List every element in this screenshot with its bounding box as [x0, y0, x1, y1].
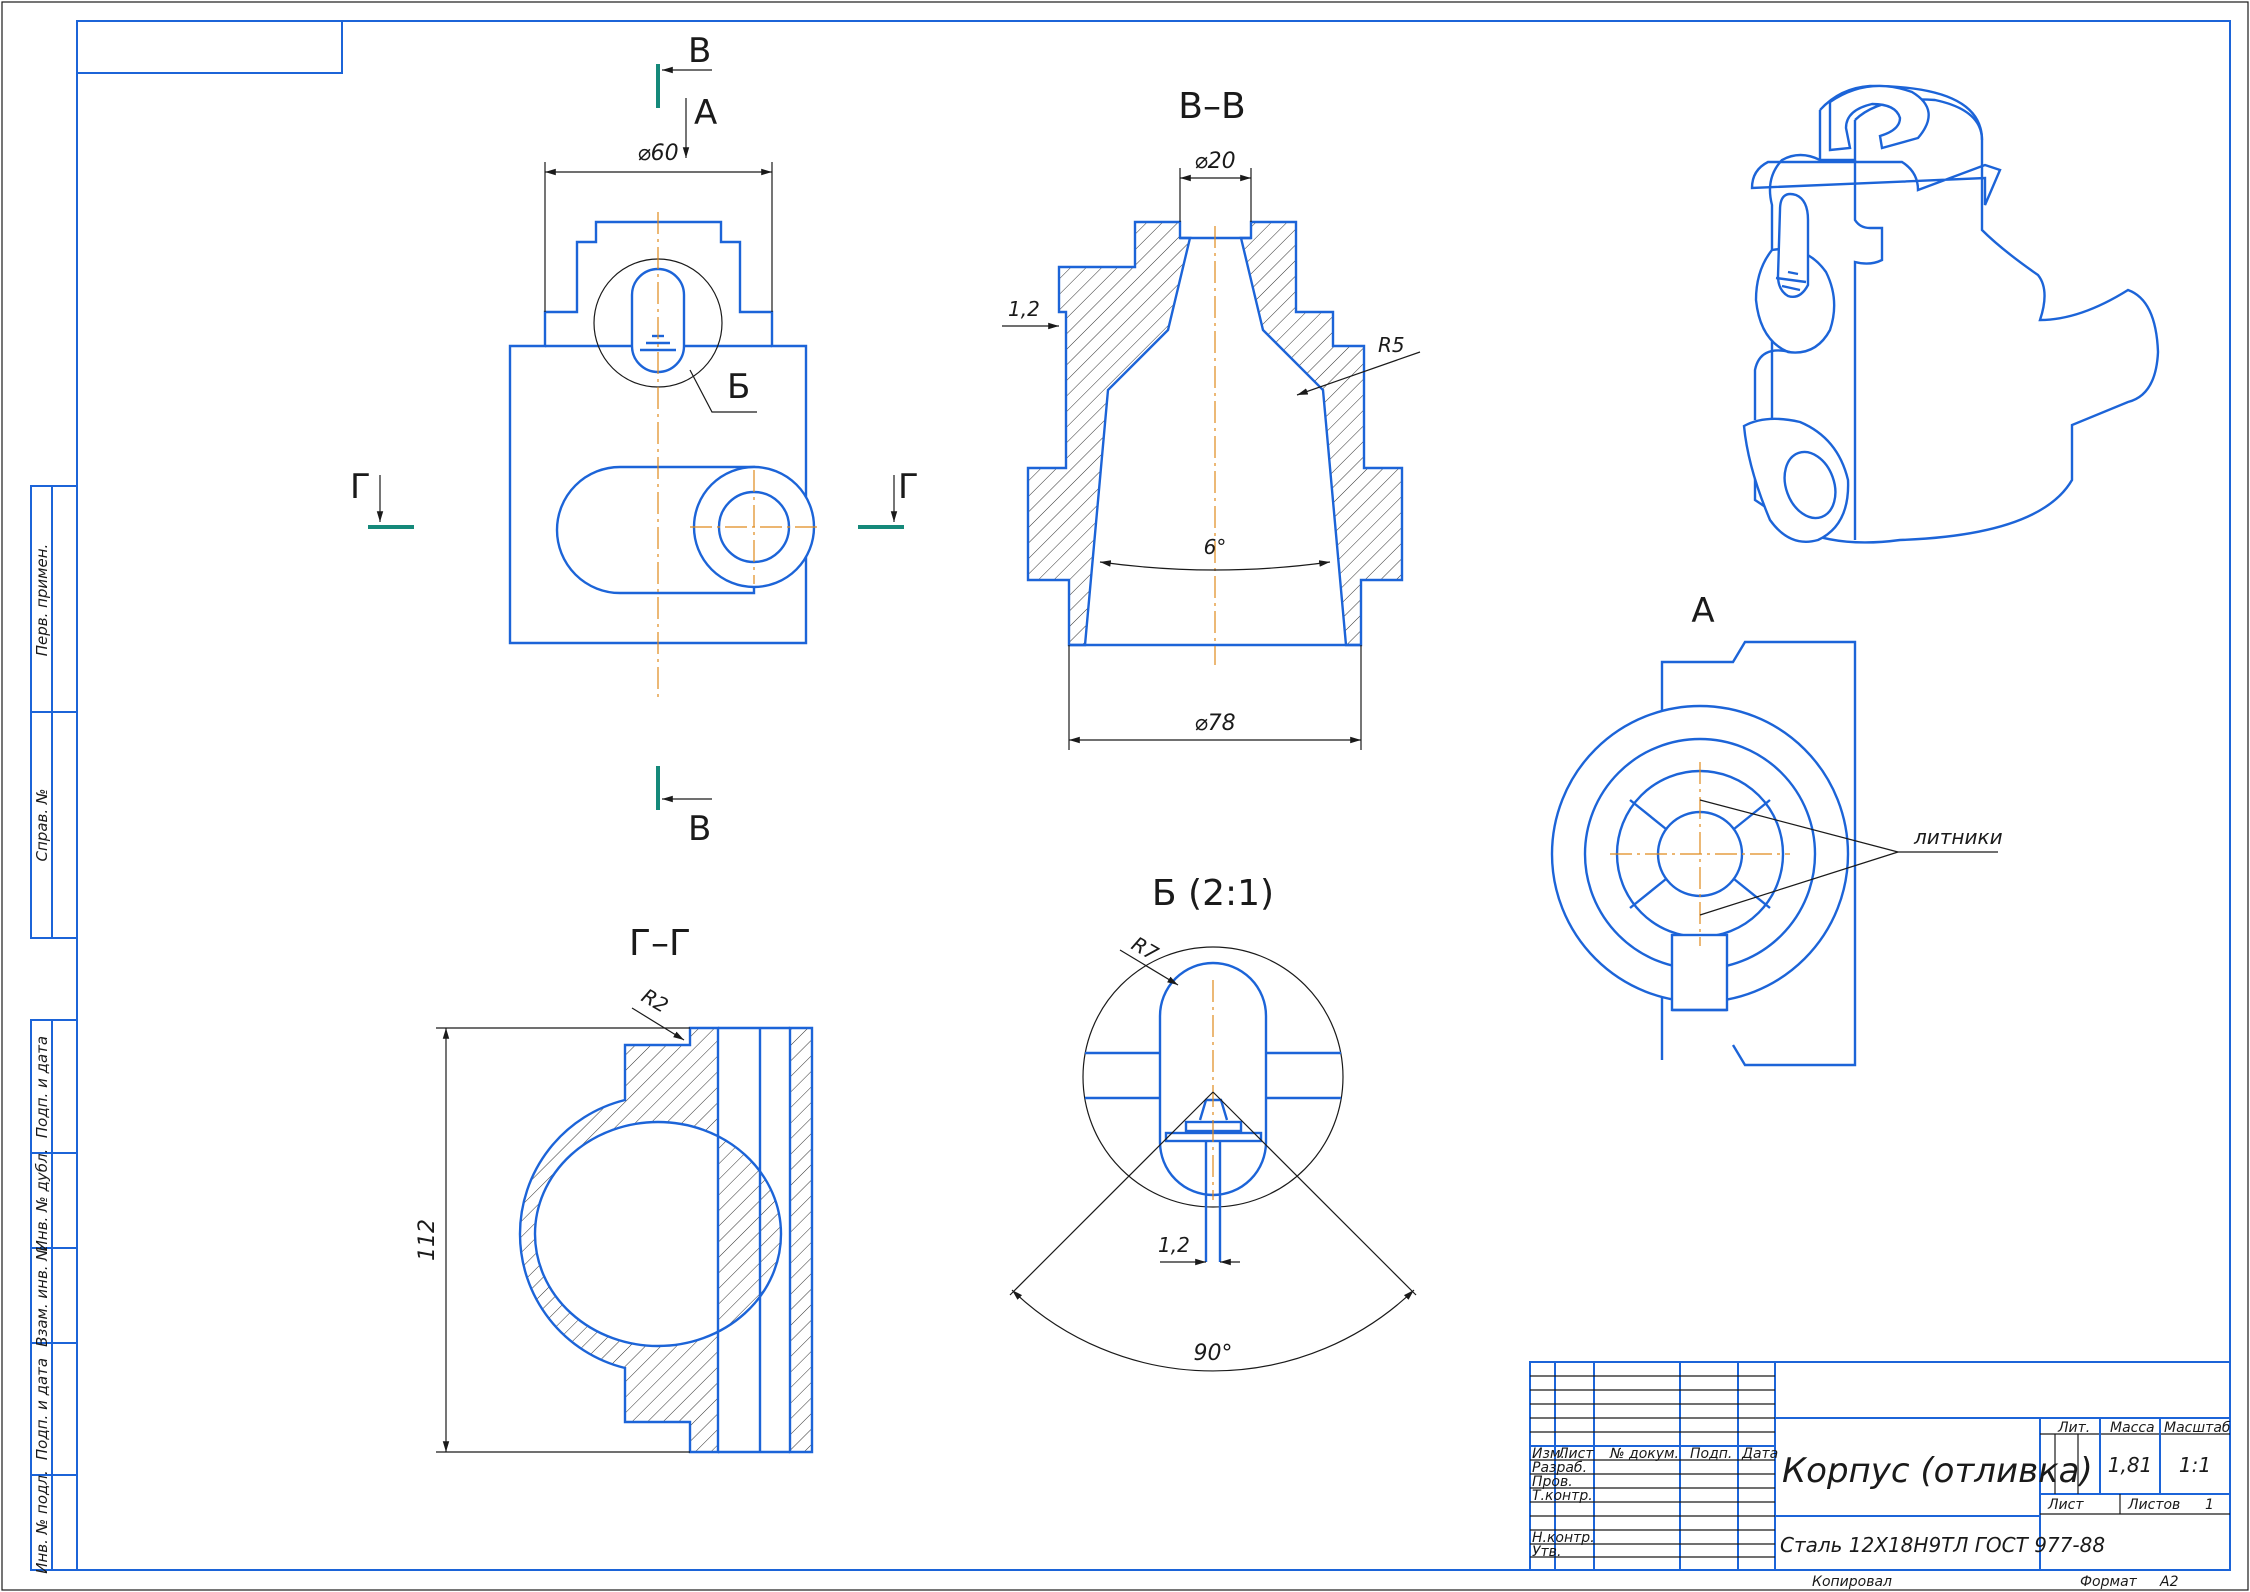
cutting-planes: В А В Г Г: [350, 31, 919, 849]
tb-listov-label: Листов: [2127, 1497, 2180, 1513]
view-a: А литники: [1550, 591, 2003, 1067]
tb-massa: Масса: [2110, 1420, 2155, 1436]
detail-b: Б (2:1) 90° R7 1,2: [1009, 873, 1417, 1372]
tb-listov-value: 1: [2205, 1497, 2214, 1513]
tb-kopiroval: Копировал: [1812, 1574, 1892, 1590]
marker-a: А: [694, 93, 717, 133]
tb-scale-value: 1:1: [2179, 1453, 2211, 1477]
tb-col-podp: Подп.: [1690, 1446, 1732, 1462]
tb-format-value: А2: [2159, 1574, 2179, 1590]
side-strip: Перв. примен. Справ. № Подп. и дата Инв.…: [30, 485, 78, 1574]
dim-t12b: 1,2: [1158, 1233, 1190, 1257]
side-sprav: Справ. №: [33, 789, 51, 862]
tb-row-utv: Утв.: [1532, 1544, 1561, 1560]
tb-format: Формат: [2080, 1574, 2138, 1590]
side-vzam: Взам. инв. №: [33, 1245, 51, 1347]
marker-v-bottom: В: [688, 809, 711, 849]
tb-material: Сталь 12Х18Н9ТЛ ГОСТ 977-88: [1780, 1533, 2105, 1557]
section-g: Г–Г 112 R2: [415, 923, 814, 1454]
section-g-title: Г–Г: [629, 923, 691, 964]
dim-d20: ⌀20: [1194, 149, 1235, 174]
dim-t12: 1,2: [1008, 297, 1040, 321]
tb-name: Корпус (отливка): [1782, 1451, 2093, 1491]
marker-g-left: Г: [350, 467, 371, 507]
tb-list-label: Лист: [2047, 1497, 2084, 1513]
tb-mass-value: 1,81: [2108, 1453, 2153, 1477]
tb-col-data: Дата: [1741, 1446, 1778, 1462]
marker-b: Б: [727, 367, 750, 407]
tb-row-tkontr: Т.контр.: [1532, 1488, 1593, 1504]
title-block: Изм. Лист № докум. Подп. Дата Разраб. Пр…: [1529, 1361, 2231, 1590]
main-view: ⌀60 Б: [508, 141, 818, 700]
dim-d60: ⌀60: [637, 141, 678, 166]
note-gates: литники: [1913, 825, 2003, 849]
dim-angle6: 6°: [1204, 535, 1227, 559]
dim-r2: R2: [638, 984, 673, 1018]
dim-r5: R5: [1378, 333, 1405, 357]
dim-h112: 112: [415, 1219, 440, 1261]
tb-row-prov: Пров.: [1532, 1474, 1573, 1490]
tb-row-nkontr: Н.контр.: [1532, 1530, 1595, 1546]
tb-col-list: Лист: [1557, 1446, 1594, 1462]
dim-d78: ⌀78: [1194, 711, 1235, 736]
view-a-title: А: [1691, 591, 1714, 631]
side-podp-2: Подп. и дата: [33, 1358, 51, 1460]
side-inv-podl: Инв. № подл.: [33, 1470, 51, 1573]
tb-col-izm: Изм.: [1532, 1446, 1565, 1462]
side-perv: Перв. примен.: [33, 544, 51, 657]
tb-masshtab: Масштаб: [2164, 1420, 2231, 1436]
side-podp-1: Подп. и дата: [33, 1036, 51, 1138]
side-inv-dubl: Инв. № дубл.: [33, 1149, 51, 1252]
tb-col-docnum: № докум.: [1609, 1446, 1679, 1462]
detail-b-title: Б (2:1): [1152, 873, 1274, 914]
dim-angle90: 90°: [1194, 1341, 1233, 1366]
tb-lit: Лит.: [2057, 1420, 2090, 1436]
marker-g-right: Г: [898, 467, 919, 507]
section-v-title: В–В: [1178, 86, 1245, 127]
isometric-view: [1742, 84, 2160, 544]
section-v: В–В ⌀20 1,2 R5 6° ⌀78: [1002, 86, 1421, 750]
tb-row-razrab: Разраб.: [1532, 1460, 1587, 1476]
marker-v-top: В: [688, 31, 711, 71]
dim-r7: R7: [1128, 932, 1163, 966]
